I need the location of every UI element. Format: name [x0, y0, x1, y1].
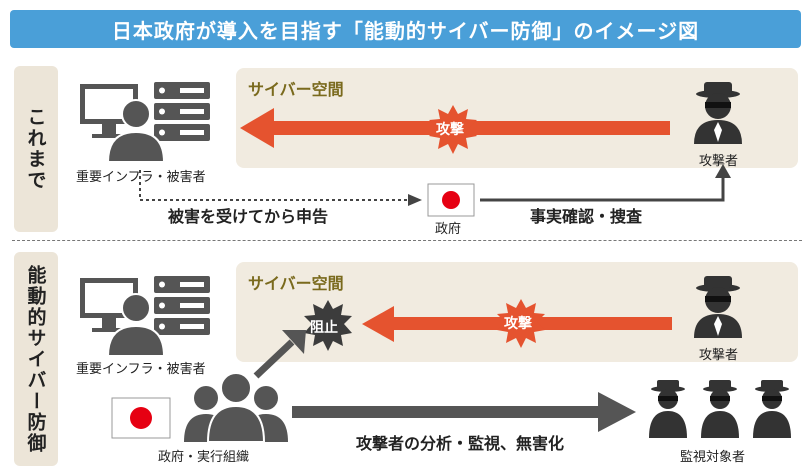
investigation-label: 事実確認・捜査 [530, 207, 643, 226]
section-label-after-text: 能動的サイバー防御 [24, 264, 47, 454]
hacker-icon [753, 380, 791, 438]
section-label-after: 能動的サイバー防御 [14, 252, 58, 466]
hacker-icon [694, 82, 742, 144]
victim-label-after: 重要インフラ・被害者 [76, 362, 206, 377]
monitored-label: 監視対象者 [680, 450, 746, 465]
user-silhouette-icon [106, 293, 166, 357]
block-badge [304, 300, 352, 351]
victim-icons-after [80, 276, 210, 357]
attack-label-before: 攻撃 [436, 122, 464, 138]
government-label-before: 政府 [435, 222, 462, 237]
cyber-space-label-before: サイバー空間 [248, 80, 344, 99]
attack-arrow-before [240, 108, 670, 148]
section-divider [12, 240, 802, 241]
cyber-space-label-after: サイバー空間 [248, 274, 344, 293]
user-silhouette-icon [106, 99, 166, 163]
report-label: 被害を受けてから申告 [168, 207, 329, 226]
section-label-before-text: これまで [24, 107, 47, 191]
block-label: 阻止 [310, 320, 338, 336]
attacker-label-after: 攻撃者 [699, 348, 739, 363]
attacker-label-before: 攻撃者 [699, 154, 739, 169]
group-icon [184, 372, 288, 443]
monitored-group-icon [649, 380, 791, 438]
hacker-icon [694, 276, 742, 338]
victim-icons-before [80, 82, 210, 163]
diagonal-arrow [253, 330, 306, 379]
report-path [139, 164, 731, 206]
analysis-label: 攻撃者の分析・監視、無害化 [356, 434, 565, 453]
government-label-after: 政府・実行組織 [158, 450, 250, 465]
attack-burst-before [429, 105, 477, 154]
analysis-arrow [292, 392, 636, 432]
japan-flag-icon [427, 183, 475, 217]
japan-flag-icon [111, 397, 171, 439]
section-label-before: これまで [14, 66, 58, 232]
hacker-icon [649, 380, 687, 438]
server-icon [154, 276, 210, 335]
attack-burst-after [497, 299, 545, 348]
attack-label-after: 攻撃 [504, 316, 532, 332]
hacker-icon [701, 380, 739, 438]
page-title: 日本政府が導入を目指す「能動的サイバー防御」のイメージ図 [10, 10, 801, 48]
server-icon [154, 82, 210, 141]
